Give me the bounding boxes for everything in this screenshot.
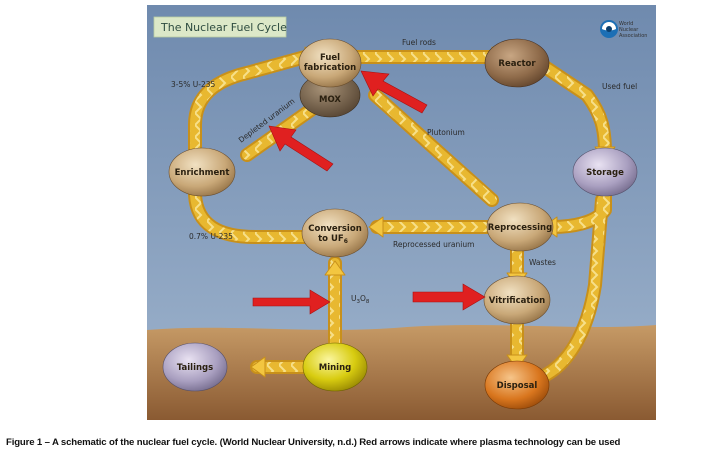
node-reactor: Reactor: [484, 38, 550, 88]
red-arrow-u3o8: [252, 289, 331, 315]
label-used-fuel: Used fuel: [602, 82, 637, 91]
svg-text:Reactor: Reactor: [498, 59, 536, 69]
svg-text:Disposal: Disposal: [497, 381, 538, 391]
svg-text:Reprocessing: Reprocessing: [488, 223, 552, 233]
node-disposal: Disposal: [484, 360, 550, 410]
fuel-cycle-diagram: The Nuclear Fuel Cycle World Nuclear Ass…: [147, 5, 656, 420]
red-arrow-fuel-fabrication: [360, 70, 428, 114]
label-u3o8: U3O8: [351, 294, 370, 305]
svg-text:Conversion: Conversion: [308, 224, 362, 234]
node-vitrification: Vitrification: [483, 275, 551, 325]
svg-text:Fuel: Fuel: [320, 53, 340, 63]
title-banner: The Nuclear Fuel Cycle: [153, 16, 287, 38]
wna-logo: World Nuclear Association: [600, 20, 647, 39]
label-reprocessed-uranium: Reprocessed uranium: [393, 240, 474, 249]
svg-text:Storage: Storage: [586, 168, 624, 178]
node-fuel-fabrication: Fuel fabrication: [298, 38, 362, 88]
node-reprocessing: Reprocessing: [486, 202, 554, 252]
node-mining: Mining: [302, 342, 368, 392]
node-tailings: Tailings: [162, 342, 228, 392]
logo-text-2: Nuclear: [619, 27, 639, 33]
node-storage: Storage: [572, 147, 638, 197]
diagram-title: The Nuclear Fuel Cycle: [160, 21, 287, 34]
svg-text:fabrication: fabrication: [304, 63, 356, 73]
label-plutonium: Plutonium: [427, 128, 465, 137]
svg-text:Vitrification: Vitrification: [489, 296, 545, 306]
svg-text:to UF6: to UF6: [318, 234, 348, 245]
svg-text:Tailings: Tailings: [177, 363, 213, 373]
logo-text-3: Association: [619, 33, 647, 39]
red-arrow-depleted-uranium: [268, 125, 334, 172]
flow-bands: [184, 46, 616, 384]
svg-text:Enrichment: Enrichment: [175, 168, 230, 178]
logo-text-1: World: [619, 21, 633, 27]
svg-text:MOX: MOX: [319, 95, 341, 105]
svg-text:Mining: Mining: [319, 363, 351, 373]
label-u235-low: 0.7% U-235: [189, 232, 233, 241]
figure-caption: Figure 1 – A schematic of the nuclear fu…: [6, 437, 621, 448]
label-fuel-rods: Fuel rods: [402, 38, 436, 47]
highlight-arrows: [252, 70, 486, 315]
label-wastes: Wastes: [529, 258, 556, 267]
node-conversion: Conversion to UF6: [301, 208, 369, 258]
label-u235-high: 3-5% U-235: [171, 80, 215, 89]
node-enrichment: Enrichment: [168, 147, 236, 197]
red-arrow-vitrification: [412, 283, 486, 311]
